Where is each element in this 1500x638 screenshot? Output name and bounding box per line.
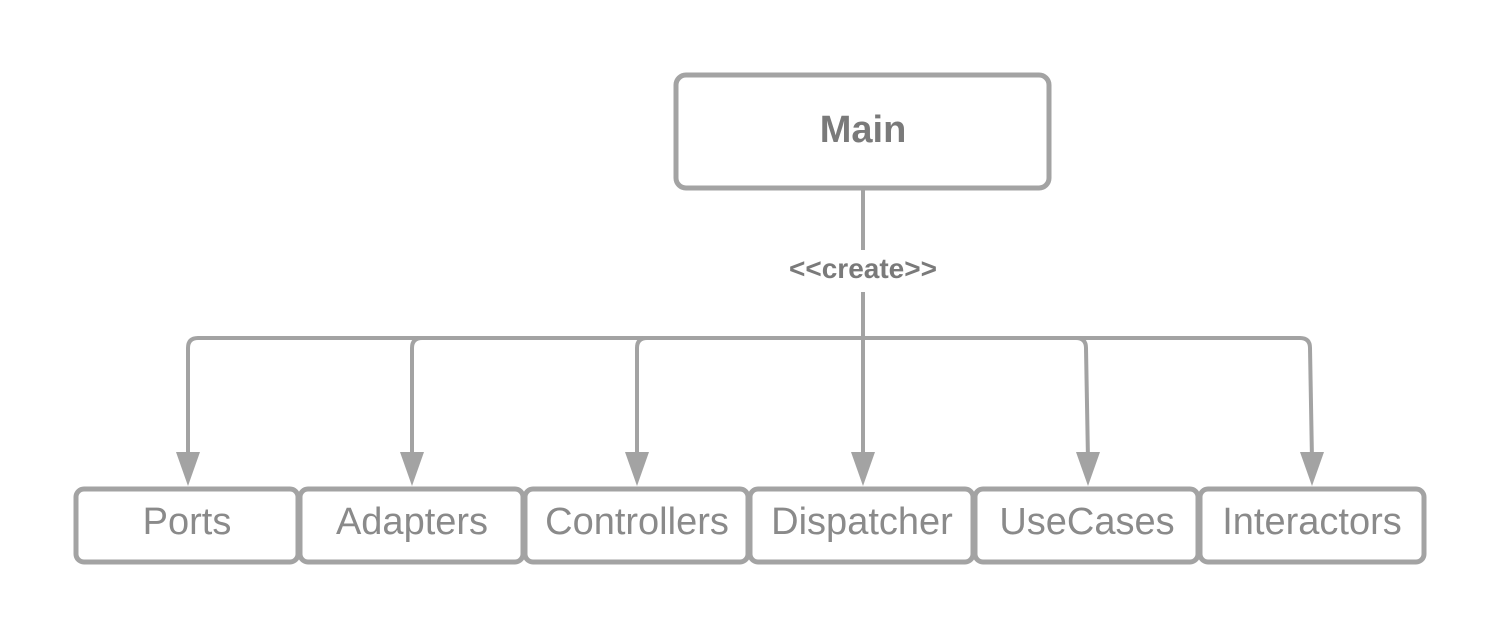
relation-label: <<create>> — [789, 253, 937, 284]
arrowhead-dispatcher — [851, 452, 875, 486]
child-node-label: Interactors — [1222, 501, 1402, 543]
child-node-label: UseCases — [999, 501, 1174, 543]
main-node: Main — [673, 72, 1052, 191]
child-node-ports: Ports — [73, 486, 301, 565]
connector-bus — [186, 336, 1314, 461]
child-node-adapters: Adapters — [297, 486, 526, 565]
child-node-label: Ports — [143, 501, 232, 543]
connector-branch-controllers — [635, 336, 648, 460]
connector-branch-adapters — [410, 336, 423, 460]
arrowhead-adapters — [400, 452, 424, 486]
child-node-interactors: Interactors — [1197, 486, 1427, 565]
main-node-label: Main — [820, 109, 907, 151]
arrowhead-ports — [176, 452, 200, 486]
child-node-label: Adapters — [336, 501, 488, 543]
child-node-dispatcher: Dispatcher — [747, 486, 976, 565]
child-node-usecases: UseCases — [972, 486, 1201, 565]
arrowhead-usecases — [1076, 452, 1100, 486]
arrowhead-interactors — [1300, 452, 1324, 486]
connector-branch-usecases — [1075, 336, 1090, 461]
child-node-controllers: Controllers — [522, 486, 751, 565]
child-node-label: Controllers — [545, 501, 729, 543]
arrowhead-controllers — [625, 452, 649, 486]
child-node-label: Dispatcher — [771, 501, 953, 543]
